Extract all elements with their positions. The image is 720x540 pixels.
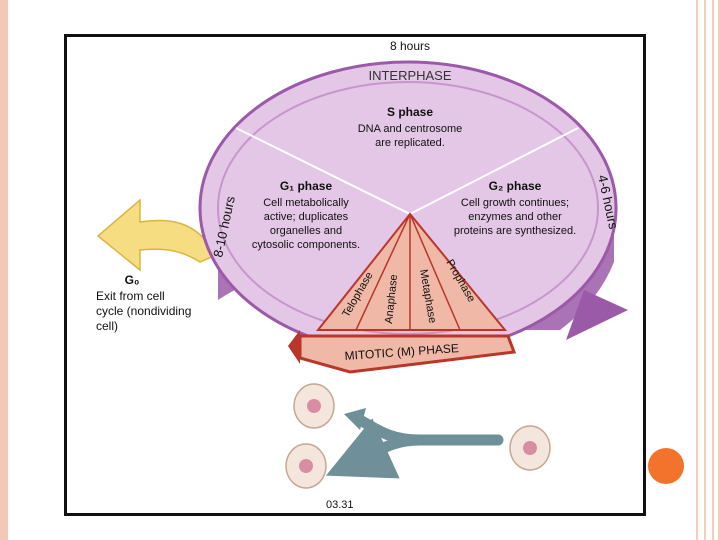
right-decor-stripe xyxy=(712,0,714,540)
mitotic-arrowhead xyxy=(288,330,300,364)
left-decor-stripe xyxy=(0,0,8,540)
interphase-ring xyxy=(217,81,599,335)
s-phase-line: DNA and centrosome xyxy=(358,123,463,135)
daughter-cell-top xyxy=(293,383,335,429)
g2-phase-line: Cell growth continues; xyxy=(461,197,569,209)
parent-cell xyxy=(509,425,551,471)
g1-phase-line: active; duplicates xyxy=(264,211,349,223)
interphase-label: INTERPHASE xyxy=(368,68,451,83)
g0-line: cell) xyxy=(96,319,118,333)
s-g1-divider xyxy=(235,127,411,215)
arrowhead-bottom xyxy=(340,454,364,476)
g1-phase-title: G₁ phase xyxy=(280,179,333,193)
g1-phase-line: cytosolic components. xyxy=(252,239,360,251)
m-stage-divider xyxy=(355,213,411,331)
s-g2-divider xyxy=(409,127,579,215)
right-decor-stripe xyxy=(718,0,720,540)
m-stage-anaphase: Anaphase xyxy=(383,274,400,325)
g0-line: cycle (nondividing xyxy=(96,304,191,318)
duration-top: 8 hours xyxy=(390,39,430,53)
g1-phase-line: organelles and xyxy=(270,225,342,237)
daughter-cell-bottom xyxy=(285,443,327,489)
figure-number: 03.31 xyxy=(326,499,354,511)
division-split-arrow xyxy=(356,414,504,462)
g0-title: G₀ xyxy=(125,273,140,287)
accent-dot xyxy=(648,448,684,484)
interphase-arrowhead xyxy=(566,290,628,340)
mitotic-wedge xyxy=(315,212,508,331)
s-phase-title: S phase xyxy=(387,105,433,119)
g0-exit-arrow xyxy=(96,198,218,272)
right-decor-stripe xyxy=(704,0,706,540)
right-decor-stripe xyxy=(696,0,698,540)
g2-phase-line: enzymes and other xyxy=(468,211,562,223)
g2-phase-title: G₂ phase xyxy=(489,179,542,193)
g0-line: Exit from cell xyxy=(96,289,165,303)
s-phase-line: are replicated. xyxy=(375,137,445,149)
g2-phase-line: proteins are synthesized. xyxy=(454,225,576,237)
arrowhead-top xyxy=(344,408,366,430)
g1-phase-line: Cell metabolically xyxy=(263,197,349,209)
m-stage-divider xyxy=(409,213,461,331)
